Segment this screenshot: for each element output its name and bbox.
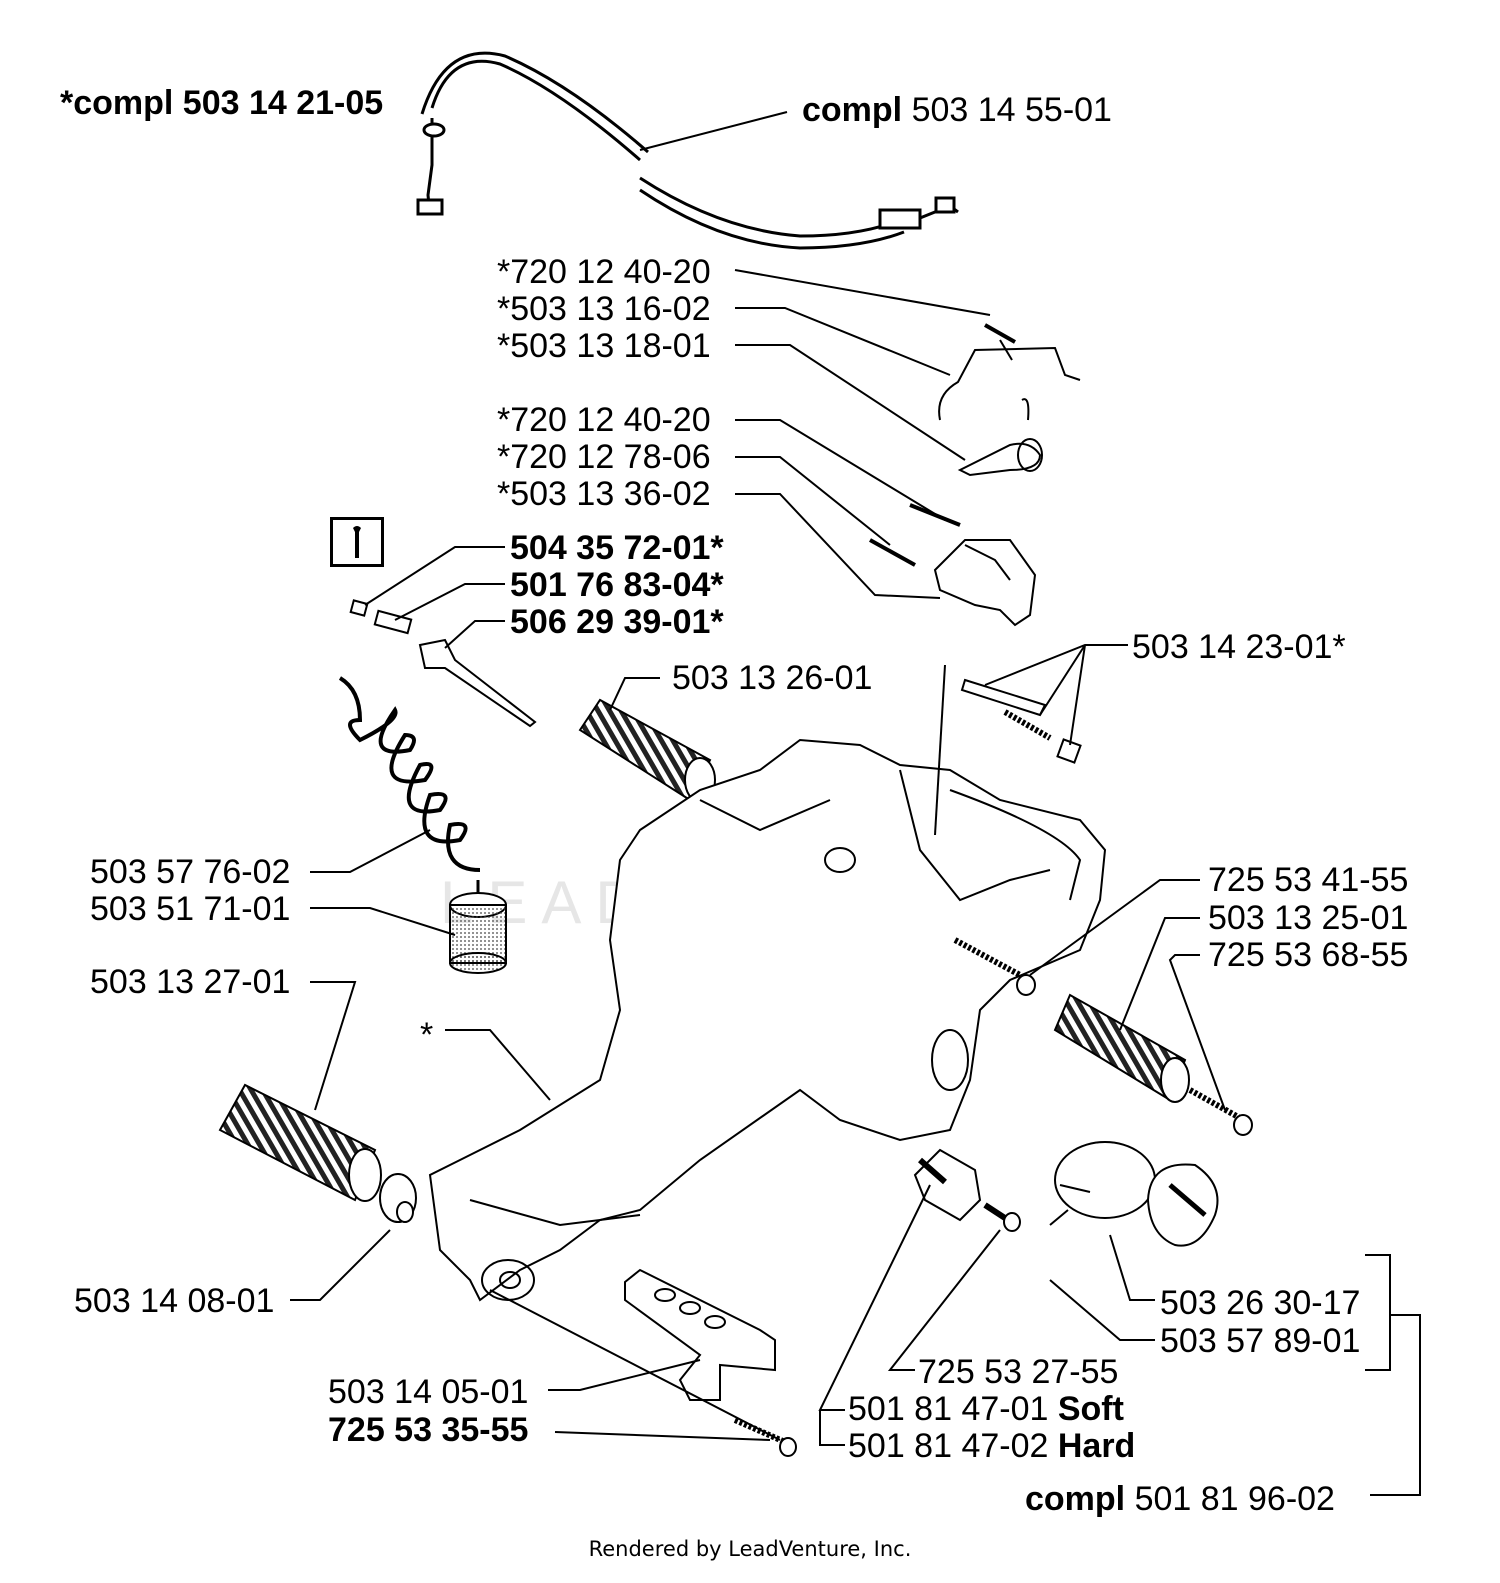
rubber-damper-right [1053, 993, 1190, 1103]
fuel-cap [1049, 1141, 1219, 1247]
anti-vibration-grommet [913, 1148, 982, 1222]
bolts [733, 678, 1253, 1457]
part-label-725-53-35-55: 725 53 35-55 [328, 1411, 529, 1449]
part-label-501-81-47-02-hard: 501 81 47-02 Hard [848, 1427, 1136, 1465]
fuel-filter [449, 880, 507, 974]
part-label-503-26-30-17: 503 26 30-17 [1160, 1284, 1361, 1322]
throttle-cable [416, 51, 959, 250]
part-label-503-57-89-01: 503 57 89-01 [1160, 1322, 1361, 1360]
part-label-503-14-23-01: 503 14 23-01* [1132, 628, 1346, 666]
pivot-pins [349, 599, 537, 728]
part-label-501-76-83-04: 501 76 83-04* [510, 566, 724, 604]
rubber-damper-upper [578, 698, 716, 803]
part-label-503-13-27-01: 503 13 27-01 [90, 963, 291, 1001]
throttle-trigger-parts [869, 323, 1081, 627]
part-label-503-13-18-01: *503 13 18-01 [497, 327, 711, 365]
tank-handle-body [428, 738, 1107, 1302]
part-label-503-13-26-01: 503 13 26-01 [672, 659, 873, 697]
spring-coil [338, 676, 481, 872]
part-label-725-53-27-55: 725 53 27-55 [918, 1353, 1119, 1391]
part-label-compl-501-81-96-02: compl 501 81 96-02 [1025, 1480, 1335, 1518]
part-label-compl-503-14-55-01: compl 503 14 55-01 [802, 91, 1112, 129]
part-label-720-12-40-20-b: *720 12 40-20 [497, 401, 711, 439]
part-label-503-13-25-01: 503 13 25-01 [1208, 899, 1409, 937]
rubber-damper-left [218, 1083, 417, 1223]
part-label-503-14-05-01: 503 14 05-01 [328, 1373, 529, 1411]
part-label-503-13-36-02: *503 13 36-02 [497, 475, 711, 513]
part-label-725-53-68-55: 725 53 68-55 [1208, 936, 1409, 974]
part-label-compl-503-14-21-05: *compl 503 14 21-05 [60, 84, 384, 122]
part-label-503-13-16-02: *503 13 16-02 [497, 290, 711, 328]
part-label-503-51-71-01: 503 51 71-01 [90, 890, 291, 928]
footer-credit: Rendered by LeadVenture, Inc. [588, 1537, 912, 1561]
part-label-720-12-40-20-a: *720 12 40-20 [497, 253, 711, 291]
part-label-720-12-78-06: *720 12 78-06 [497, 438, 711, 476]
part-label-725-53-41-55: 725 53 41-55 [1208, 861, 1409, 899]
part-label-504-35-72-01: 504 35 72-01* [510, 529, 724, 567]
part-label-503-14-08-01: 503 14 08-01 [74, 1282, 275, 1320]
wrench-icon [330, 517, 384, 567]
part-label-501-81-47-01-soft: 501 81 47-01 Soft [848, 1390, 1124, 1428]
part-label-503-57-76-02: 503 57 76-02 [90, 853, 291, 891]
mounting-bracket [624, 1268, 776, 1401]
leader-lines [290, 111, 1421, 1496]
part-label-506-29-39-01: 506 29 39-01* [510, 603, 724, 641]
part-label-asterisk: * [420, 1016, 434, 1054]
